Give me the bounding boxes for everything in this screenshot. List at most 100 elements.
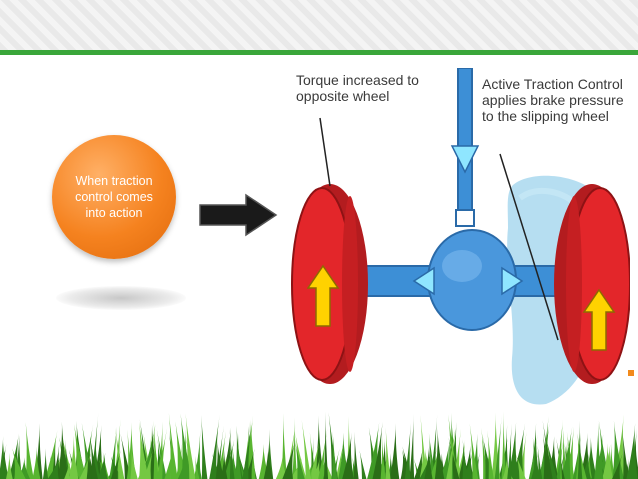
- leader-left: [319, 117, 331, 187]
- grass-blade: [390, 423, 400, 479]
- grass-blade: [353, 431, 359, 479]
- grass-blade: [229, 429, 235, 479]
- grass-blade: [626, 423, 638, 479]
- grass-blade: [312, 457, 321, 479]
- grass-blade: [215, 440, 225, 479]
- callout-text: When traction control comes into action: [75, 174, 153, 220]
- grass-blade: [482, 436, 494, 479]
- label-torque: Torque increased to opposite wheel: [296, 72, 419, 104]
- grass-blade: [245, 447, 256, 479]
- grass-blade: [0, 435, 6, 479]
- grass-blade: [139, 421, 149, 479]
- grass-blade: [351, 457, 359, 479]
- grass-blade: [323, 411, 329, 479]
- grass-blade: [156, 427, 168, 479]
- grass-blade: [469, 423, 479, 479]
- traction-diagram: [291, 68, 630, 405]
- left-arrow-icon: [412, 266, 435, 296]
- grass-blade: [97, 452, 108, 479]
- header-divider: [0, 50, 638, 55]
- grass-blade: [143, 448, 154, 479]
- grass-blade: [372, 422, 383, 479]
- grass-blade: [542, 433, 552, 479]
- grass-blade: [115, 427, 125, 479]
- grass-blade: [175, 442, 183, 479]
- grass-blade: [380, 435, 386, 479]
- grass-blade: [242, 415, 254, 479]
- grass-blade: [89, 435, 98, 479]
- grass-blade: [404, 423, 411, 479]
- down-arrow-icon: [450, 145, 480, 174]
- grass-blade: [546, 438, 558, 479]
- grass-blade: [542, 420, 553, 479]
- grass-blade: [164, 445, 174, 479]
- grass-blade: [453, 428, 461, 479]
- grass-blade: [531, 450, 539, 479]
- grass-blade: [446, 421, 457, 479]
- left-wheel-rim: [342, 196, 358, 372]
- grass-blade: [342, 432, 354, 479]
- grass-blade: [602, 443, 612, 479]
- grass-blade: [612, 453, 623, 479]
- right-wheel-rim: [566, 196, 582, 372]
- grass-border: [0, 411, 638, 479]
- grass-blade: [332, 431, 338, 479]
- grass-blade: [295, 441, 305, 479]
- grass-blade: [263, 444, 273, 479]
- grass-blade: [153, 420, 159, 479]
- grass-blade: [47, 456, 61, 479]
- grass-blade: [292, 417, 298, 479]
- grass-blade: [69, 435, 79, 479]
- bubble-shadow: [56, 286, 186, 310]
- grass-blade: [614, 414, 626, 479]
- grass-blade: [185, 435, 196, 479]
- grass-blade: [577, 420, 583, 479]
- grass-blade: [110, 449, 121, 479]
- grass-blade: [32, 446, 41, 479]
- accent-square: [628, 370, 634, 376]
- header-band: [0, 0, 638, 50]
- grass-blade: [181, 429, 190, 479]
- grass-blade: [25, 422, 34, 479]
- left-wheel-up-arrow-icon: [306, 264, 340, 327]
- grass-blade: [308, 439, 320, 479]
- grass-blade: [194, 455, 200, 479]
- grass-blade: [168, 412, 178, 479]
- callout-bubble: When traction control comes into action: [52, 135, 176, 259]
- grass-blade: [434, 428, 445, 479]
- grass-blade: [481, 427, 489, 479]
- grass-blade: [420, 414, 428, 479]
- grass-blade: [554, 419, 563, 479]
- grass-blade: [581, 453, 591, 479]
- grass-blade: [130, 447, 138, 479]
- grass-blade: [235, 433, 242, 479]
- grass-blade: [359, 450, 367, 479]
- grass-blade: [494, 414, 502, 479]
- grass-blade: [137, 453, 149, 479]
- block-arrow-right-icon: [199, 193, 278, 237]
- grass-blade: [566, 426, 574, 479]
- grass-blade: [594, 434, 604, 479]
- grass-blade: [562, 424, 567, 479]
- leader-right: [499, 153, 559, 341]
- grass-blade: [120, 433, 132, 479]
- grass-blade: [175, 421, 187, 479]
- grass-blade: [515, 453, 526, 479]
- grass-blade: [282, 439, 296, 479]
- grass-blade: [57, 421, 70, 479]
- grass-blade: [196, 429, 201, 479]
- grass-blade: [301, 419, 312, 479]
- grass-blade: [201, 415, 208, 479]
- right-wheel-up-arrow-icon: [582, 288, 616, 351]
- right-arrow-icon: [501, 266, 524, 296]
- grass-blade: [448, 438, 460, 479]
- grass-blade: [612, 420, 624, 479]
- grass-blade: [462, 439, 469, 479]
- grass-blade: [556, 438, 564, 479]
- label-traction-control: Active Traction Control applies brake pr…: [482, 76, 624, 124]
- grass-blade: [409, 413, 415, 479]
- grass-blade: [242, 420, 252, 479]
- grass-blade: [512, 423, 526, 479]
- grass-blade: [73, 424, 87, 479]
- grass-blade: [6, 452, 13, 479]
